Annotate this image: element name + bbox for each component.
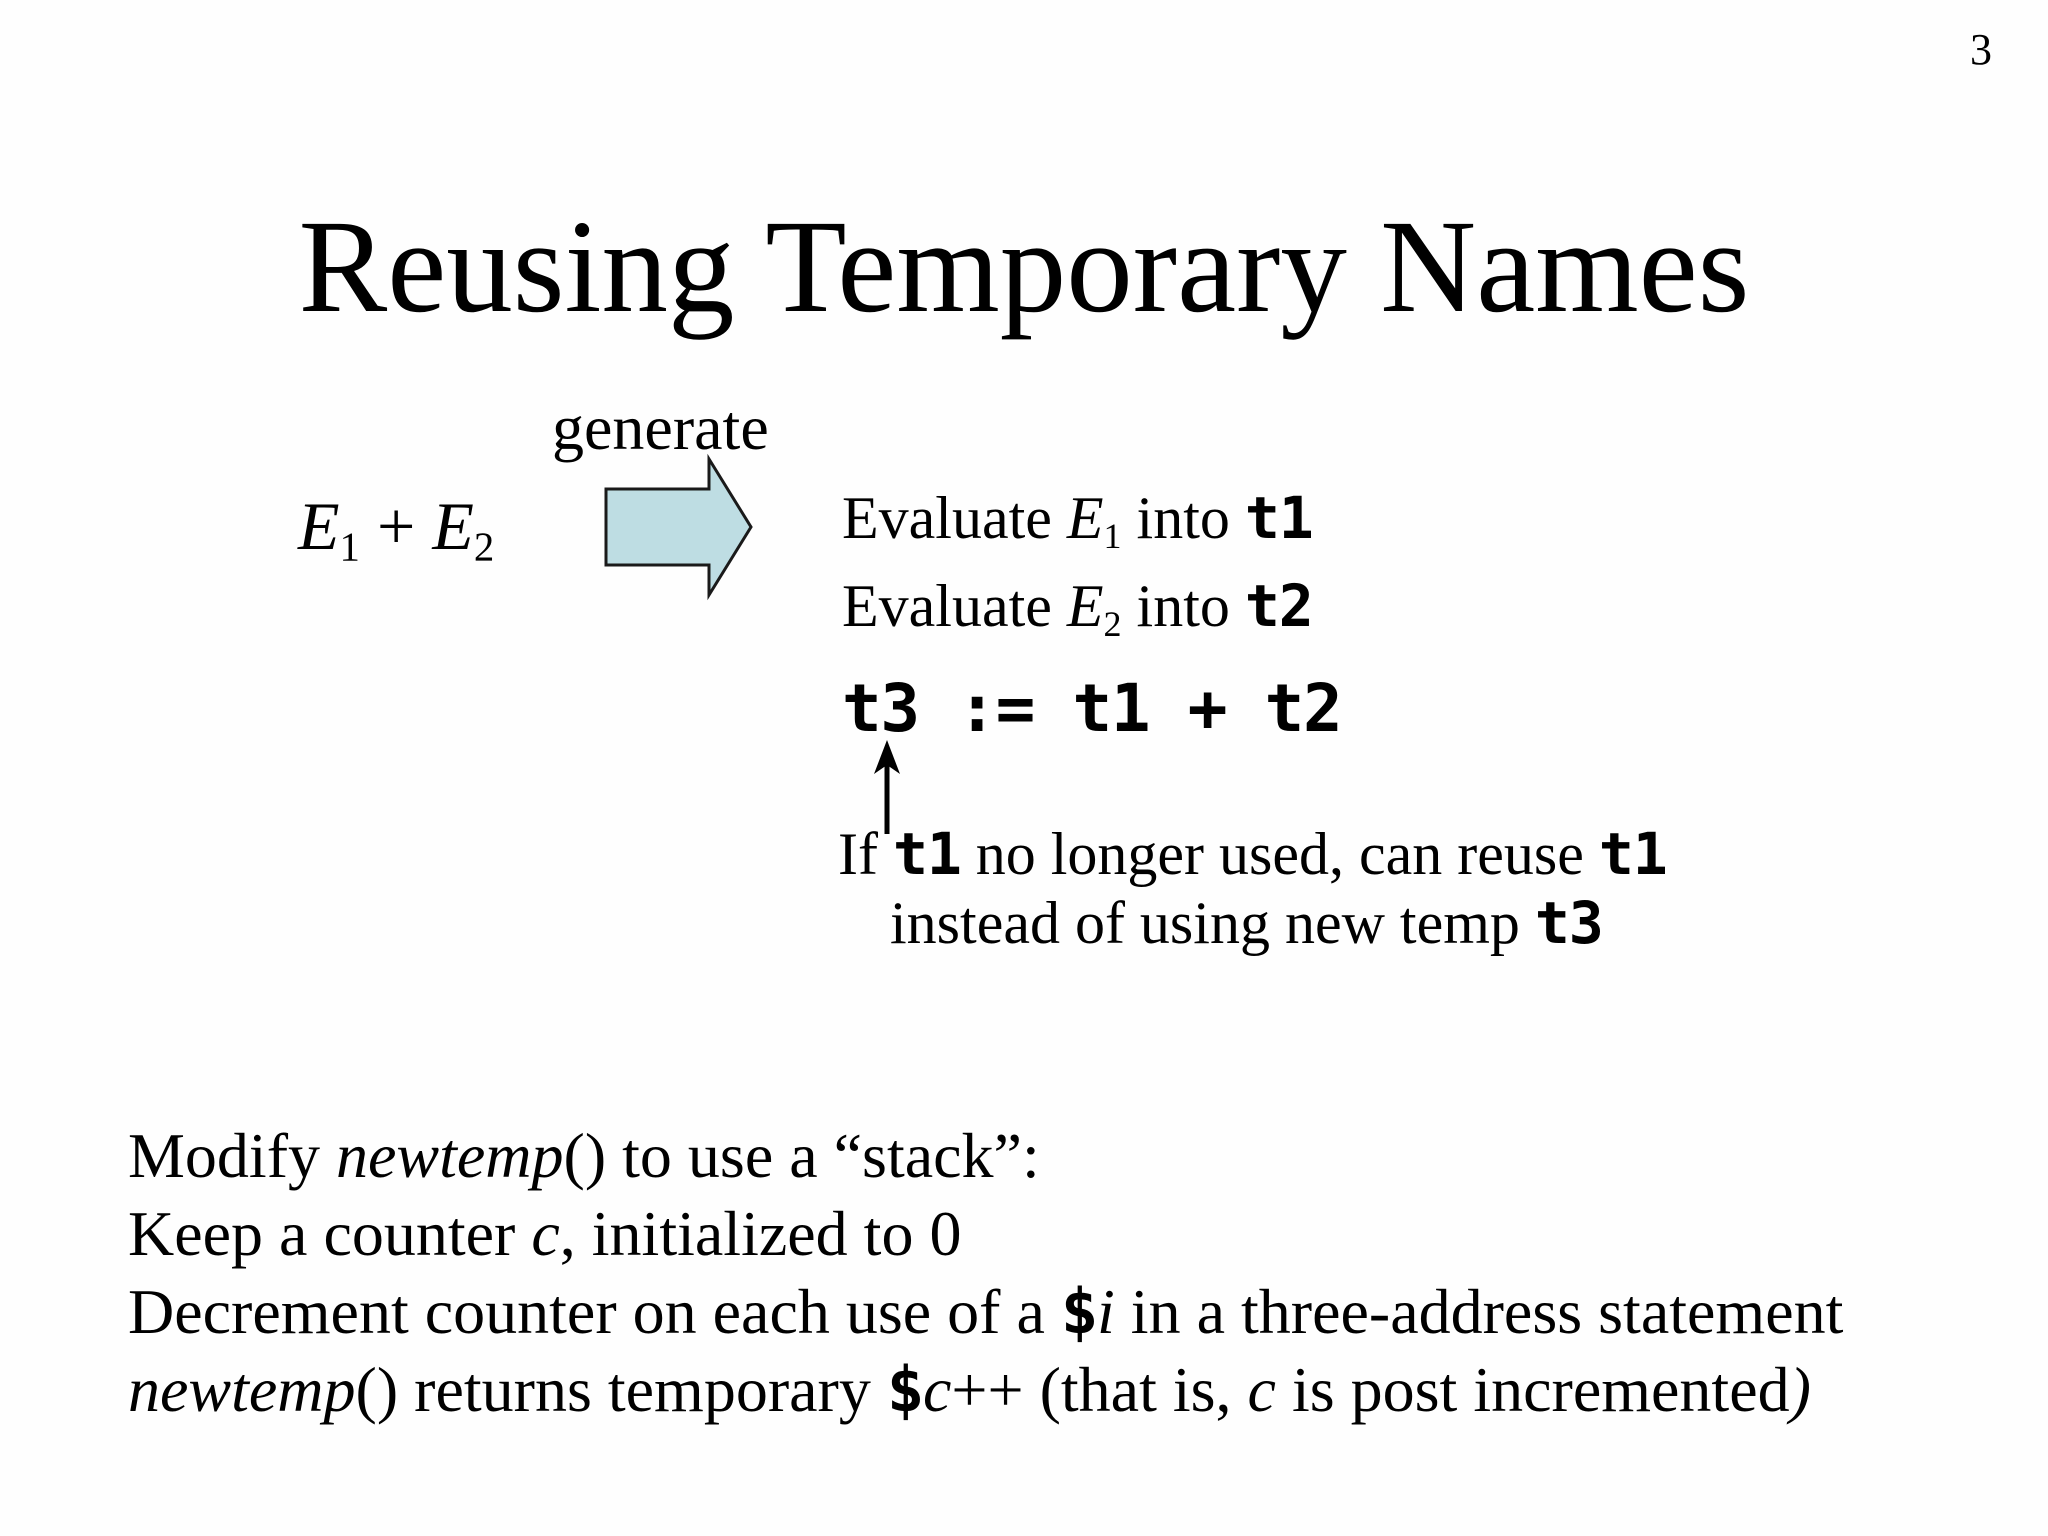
code1-into: into	[1121, 485, 1245, 551]
code2-var: E	[1066, 573, 1104, 639]
generated-code-line-3: t3 := t1 + t2	[842, 670, 1343, 747]
reuse-note-line-2: instead of using new temp t3	[890, 890, 1604, 956]
note1-text: no longer used, can reuse	[960, 821, 1599, 887]
notes-line-newtemp-returns: newtemp() returns temporary $c++ (that i…	[128, 1358, 1811, 1422]
code1-var: E	[1066, 485, 1104, 551]
expr-plus-operator: +	[359, 488, 433, 564]
notes4-close-paren: )	[1789, 1354, 1811, 1425]
notes-line-modify-newtemp: Modify newtemp() to use a “stack”:	[128, 1124, 1040, 1188]
notes4-c-var2: c	[1247, 1354, 1276, 1425]
source-expression: E1 + E2	[298, 492, 494, 568]
notes2-c-var: c	[531, 1198, 560, 1269]
page-number: 3	[1970, 25, 1992, 74]
notes1-text: Modify	[128, 1120, 336, 1191]
page-title: Reusing Temporary Names	[298, 192, 1750, 340]
generate-label: generate	[552, 392, 769, 463]
notes4-newtemp: newtemp	[128, 1354, 356, 1425]
generated-code-line-2: Evaluate E2 into t2	[842, 573, 1314, 645]
notes4-text: () returns temporary	[355, 1354, 887, 1425]
code2-subscript: 2	[1103, 604, 1122, 645]
code1-temp-t1: t1	[1244, 484, 1314, 552]
note1-t1-reuse: t1	[1598, 820, 1668, 888]
code1-text: Evaluate	[842, 485, 1067, 551]
generate-arrow-shape	[604, 453, 753, 601]
generate-arrow-icon	[604, 453, 753, 601]
reuse-note-line-1: If t1 no longer used, can reuse t1	[838, 821, 1668, 887]
notes3-tail: in a three-address statement	[1114, 1276, 1844, 1347]
notes4-plusplus: ++	[951, 1354, 1024, 1425]
expr-e2: E	[432, 488, 474, 564]
expr-e1-subscript: 1	[339, 524, 360, 570]
notes3-i-var: i	[1097, 1276, 1115, 1347]
expr-e1: E	[298, 488, 340, 564]
code2-into: into	[1121, 573, 1245, 639]
notes1-tail: () to use a “stack”:	[563, 1120, 1040, 1191]
note1-t1: t1	[892, 820, 962, 888]
note1-if: If	[838, 821, 893, 887]
notes2-text: Keep a counter	[128, 1198, 532, 1269]
notes-line-decrement-counter: Decrement counter on each use of a $i in…	[128, 1280, 1843, 1344]
notes2-tail: , initialized to 0	[559, 1198, 962, 1269]
code2-temp-t2: t2	[1244, 572, 1314, 640]
pointer-up-icon	[874, 740, 900, 834]
notes4-c-var: c	[922, 1354, 952, 1425]
notes3-text: Decrement counter on each use of a	[128, 1276, 1061, 1347]
notes-line-keep-counter: Keep a counter c, initialized to 0	[128, 1202, 961, 1266]
note2-t3: t3	[1534, 889, 1604, 957]
expr-e2-subscript: 2	[473, 524, 495, 570]
generated-code-line-1: Evaluate E1 into t1	[842, 485, 1314, 557]
code2-text: Evaluate	[842, 573, 1067, 639]
notes4-dollar: $	[886, 1353, 924, 1426]
notes3-dollar: $	[1060, 1275, 1098, 1348]
note2-text: instead of using new temp	[890, 890, 1535, 956]
notes4-post-incremented: is post incremented	[1275, 1354, 1790, 1425]
notes1-newtemp: newtemp	[336, 1120, 564, 1191]
code1-subscript: 1	[1103, 516, 1122, 557]
notes4-that-is: (that is,	[1023, 1354, 1248, 1425]
